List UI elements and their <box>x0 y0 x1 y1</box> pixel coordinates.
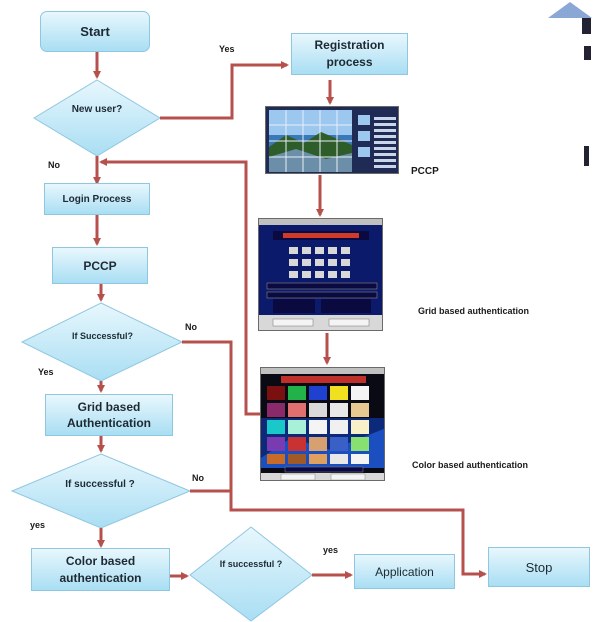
pccp-box: PCCP <box>52 247 148 284</box>
decision-successful-1-text: If Successful? <box>71 331 134 341</box>
arrow-decision2-no-to-stop <box>190 489 487 578</box>
yes-label-2: Yes <box>38 367 54 377</box>
corner-decoration-icon <box>548 2 592 18</box>
no-label-2: No <box>185 322 197 332</box>
decision-successful-3-shape <box>189 526 313 622</box>
color-auth-box: Color based authentication <box>31 548 170 591</box>
decision-new-user-text: New user? <box>71 104 123 115</box>
stop-box: Stop <box>488 547 590 587</box>
color-auth-screenshot <box>260 367 385 481</box>
edge-mark-2 <box>584 46 591 60</box>
start-node: Start <box>40 11 150 52</box>
pccp-screenshot-image <box>269 110 396 172</box>
edge-mark-3 <box>584 146 589 166</box>
start-label: Start <box>80 24 110 39</box>
color-auth-caption: Color based authentication <box>412 460 529 470</box>
no-label-1: No <box>48 160 60 170</box>
arrow-yes-to-registration <box>160 61 289 120</box>
grid-auth-screenshot <box>258 218 383 331</box>
decision-successful-3-text: If successful ? <box>219 559 283 569</box>
yes-label-3: yes <box>30 520 46 530</box>
yes-label-4: yes <box>323 545 339 555</box>
edge-mark-1 <box>582 18 591 34</box>
decision-successful-2-text: If successful ? <box>65 479 135 490</box>
arrow-loop-back-to-login <box>99 158 262 416</box>
grid-auth-box: Grid based Authentication <box>45 394 173 436</box>
yes-label-1: Yes <box>219 44 235 54</box>
color-auth-screenshot-image <box>261 368 384 480</box>
pccp-caption: PCCP <box>411 166 439 177</box>
application-box: Application <box>354 554 455 589</box>
grid-auth-screenshot-image <box>259 219 382 330</box>
grid-auth-caption: Grid based authentication <box>418 306 530 316</box>
pccp-screenshot <box>265 106 399 174</box>
login-process-box: Login Process <box>44 183 150 215</box>
arrow-decision1-no <box>182 340 233 510</box>
no-label-3: No <box>192 473 204 483</box>
registration-process-box: Registration process <box>291 33 408 75</box>
decision-new-user-shape <box>33 79 161 157</box>
